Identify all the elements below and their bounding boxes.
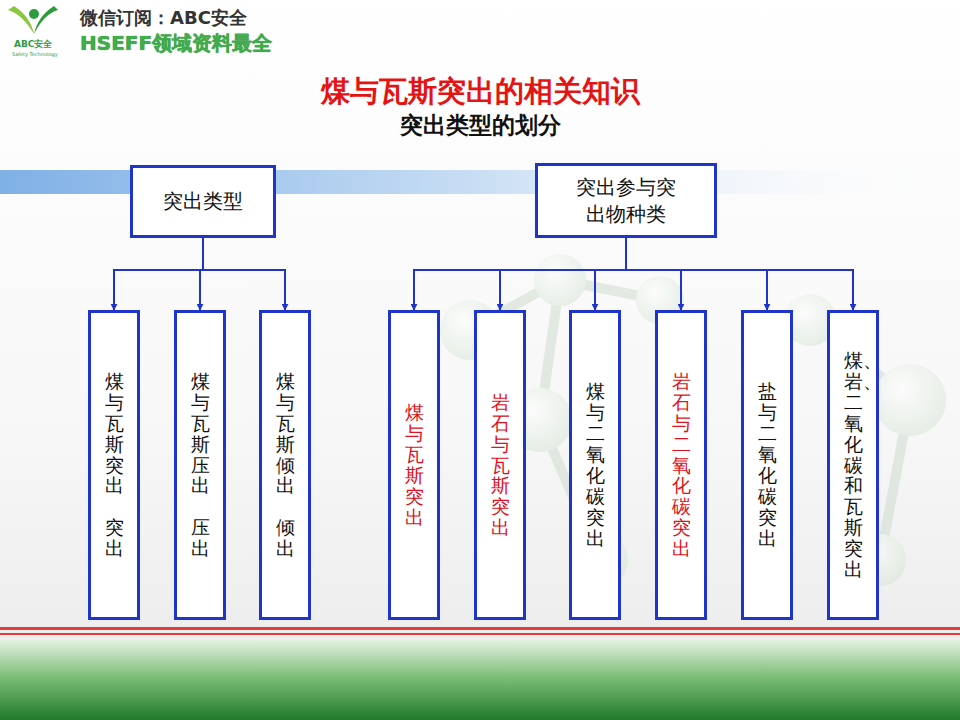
logo-icon: [8, 6, 58, 34]
category-box: 煤、岩、二氧化碳和瓦斯突出: [827, 310, 879, 620]
node-text: 煤与瓦斯突出: [405, 402, 424, 527]
green-footer: [0, 640, 960, 720]
logo-subtext: Safety Technology: [12, 51, 58, 57]
category-box: 煤与瓦斯倾出倾出: [259, 310, 311, 620]
red-rule: [0, 627, 960, 630]
node-text: 岩石与瓦斯突出: [491, 392, 510, 538]
node-text: 煤与二氧化碳突出: [586, 381, 605, 548]
subtitle: 突出类型的划分: [0, 110, 960, 141]
category-box: 煤与二氧化碳突出: [569, 310, 621, 620]
header-text: 微信订阅：ABC安全: [80, 6, 247, 30]
tree-connector: [203, 238, 285, 310]
category-box: 盐与二氧化碳突出: [741, 310, 793, 620]
category-box: 煤与瓦斯压出压出: [174, 310, 226, 620]
red-rule: [0, 633, 960, 635]
header-slogan: HSEFF领域资料最全: [80, 30, 272, 57]
tree-connector: [114, 238, 203, 310]
title: 煤与瓦斯突出的相关知识: [0, 72, 960, 112]
node-text: 倾出: [276, 517, 295, 559]
category-box: 煤与瓦斯突出: [388, 310, 440, 620]
tree-connector: [626, 238, 853, 310]
group-box: 突出参与突出物种类: [535, 163, 717, 238]
category-box: 煤与瓦斯突出突出: [88, 310, 140, 620]
group-box: 突出类型: [130, 165, 276, 238]
category-box: 岩石与瓦斯突出: [474, 310, 526, 620]
node-text: 岩石与二氧化碳突出: [672, 371, 691, 559]
node-text: 煤与瓦斯突出: [105, 371, 124, 496]
node-text: 突出: [105, 517, 124, 559]
node-text: 盐与二氧化碳突出: [758, 381, 777, 548]
category-box: 岩石与二氧化碳突出: [655, 310, 707, 620]
node-text: 煤、岩、二氧化碳和瓦斯突出: [844, 350, 863, 580]
node-text: 突出参与突出物种类: [575, 174, 677, 228]
tree-connector: [595, 238, 626, 310]
tree-connector: [626, 238, 767, 310]
tree-connector: [500, 238, 626, 310]
logo-text: ABC安全: [14, 38, 52, 51]
tree-connector: [626, 238, 681, 310]
tree-connector: [414, 238, 626, 310]
node-text: 突出类型: [163, 188, 243, 215]
node-text: 煤与瓦斯倾出: [276, 371, 295, 496]
node-text: 压出: [191, 517, 210, 559]
node-text: 煤与瓦斯压出: [191, 371, 210, 496]
